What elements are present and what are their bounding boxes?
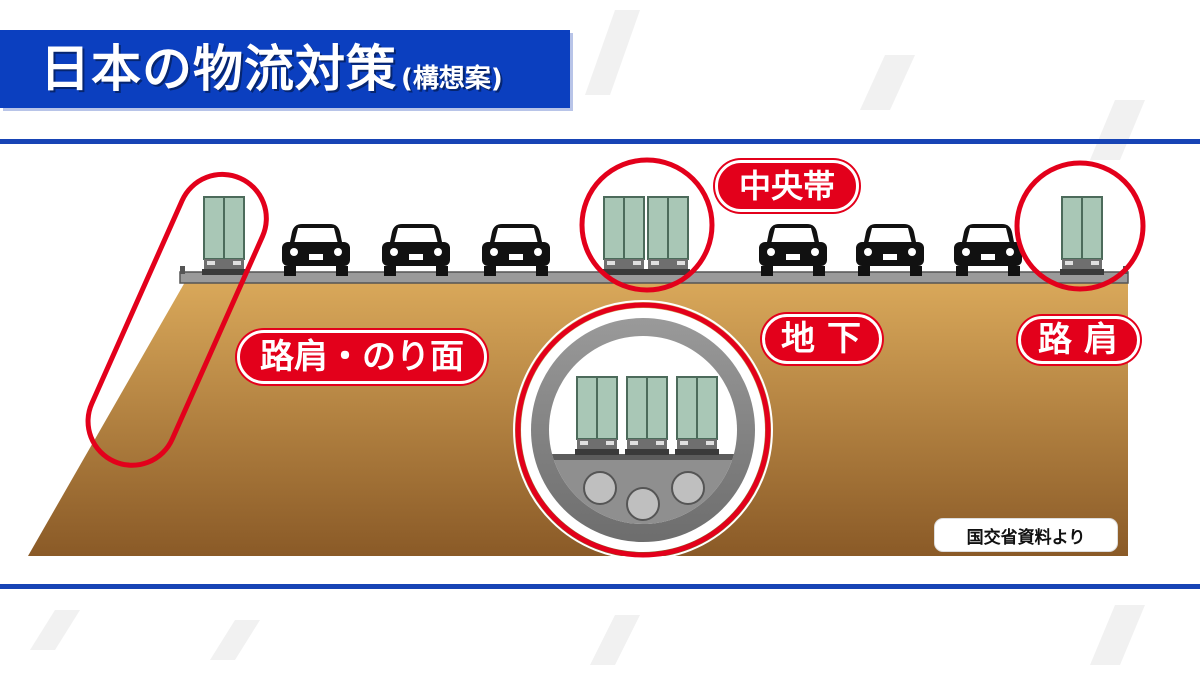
car-3 <box>482 224 550 276</box>
label-median: 中央帯 <box>715 160 859 212</box>
car-1 <box>282 224 350 276</box>
shoulder-truck-left <box>201 196 247 276</box>
tunnel-truck-1 <box>574 376 620 456</box>
label-shoulder: 路肩 <box>1018 316 1140 364</box>
tunnel-highlight-ring <box>515 302 771 558</box>
bottom-divider <box>0 584 1200 589</box>
median-truck-1 <box>601 196 647 276</box>
car-4 <box>759 224 827 276</box>
car-6 <box>954 224 1022 276</box>
label-shoulder-slope: 路肩・のり面 <box>237 330 487 384</box>
label-underground: 地下 <box>762 314 882 364</box>
top-divider <box>0 139 1200 144</box>
shoulder-highlight-ring <box>1014 160 1146 292</box>
underground-tunnel <box>521 308 765 552</box>
page-subtitle: (構想案) <box>401 63 503 94</box>
car-5 <box>856 224 924 276</box>
shoulder-truck-right <box>1059 196 1105 276</box>
title-banner: 日本の物流対策 (構想案) <box>0 30 570 108</box>
page-title: 日本の物流対策 <box>40 40 397 98</box>
car-2 <box>382 224 450 276</box>
median-truck-2 <box>645 196 691 276</box>
source-credit: 国交省資料より <box>935 519 1117 551</box>
tunnel-truck-2 <box>624 376 670 456</box>
median-highlight-ring <box>579 157 715 293</box>
tunnel-truck-3 <box>674 376 720 456</box>
slope-highlight-ring <box>85 171 269 468</box>
